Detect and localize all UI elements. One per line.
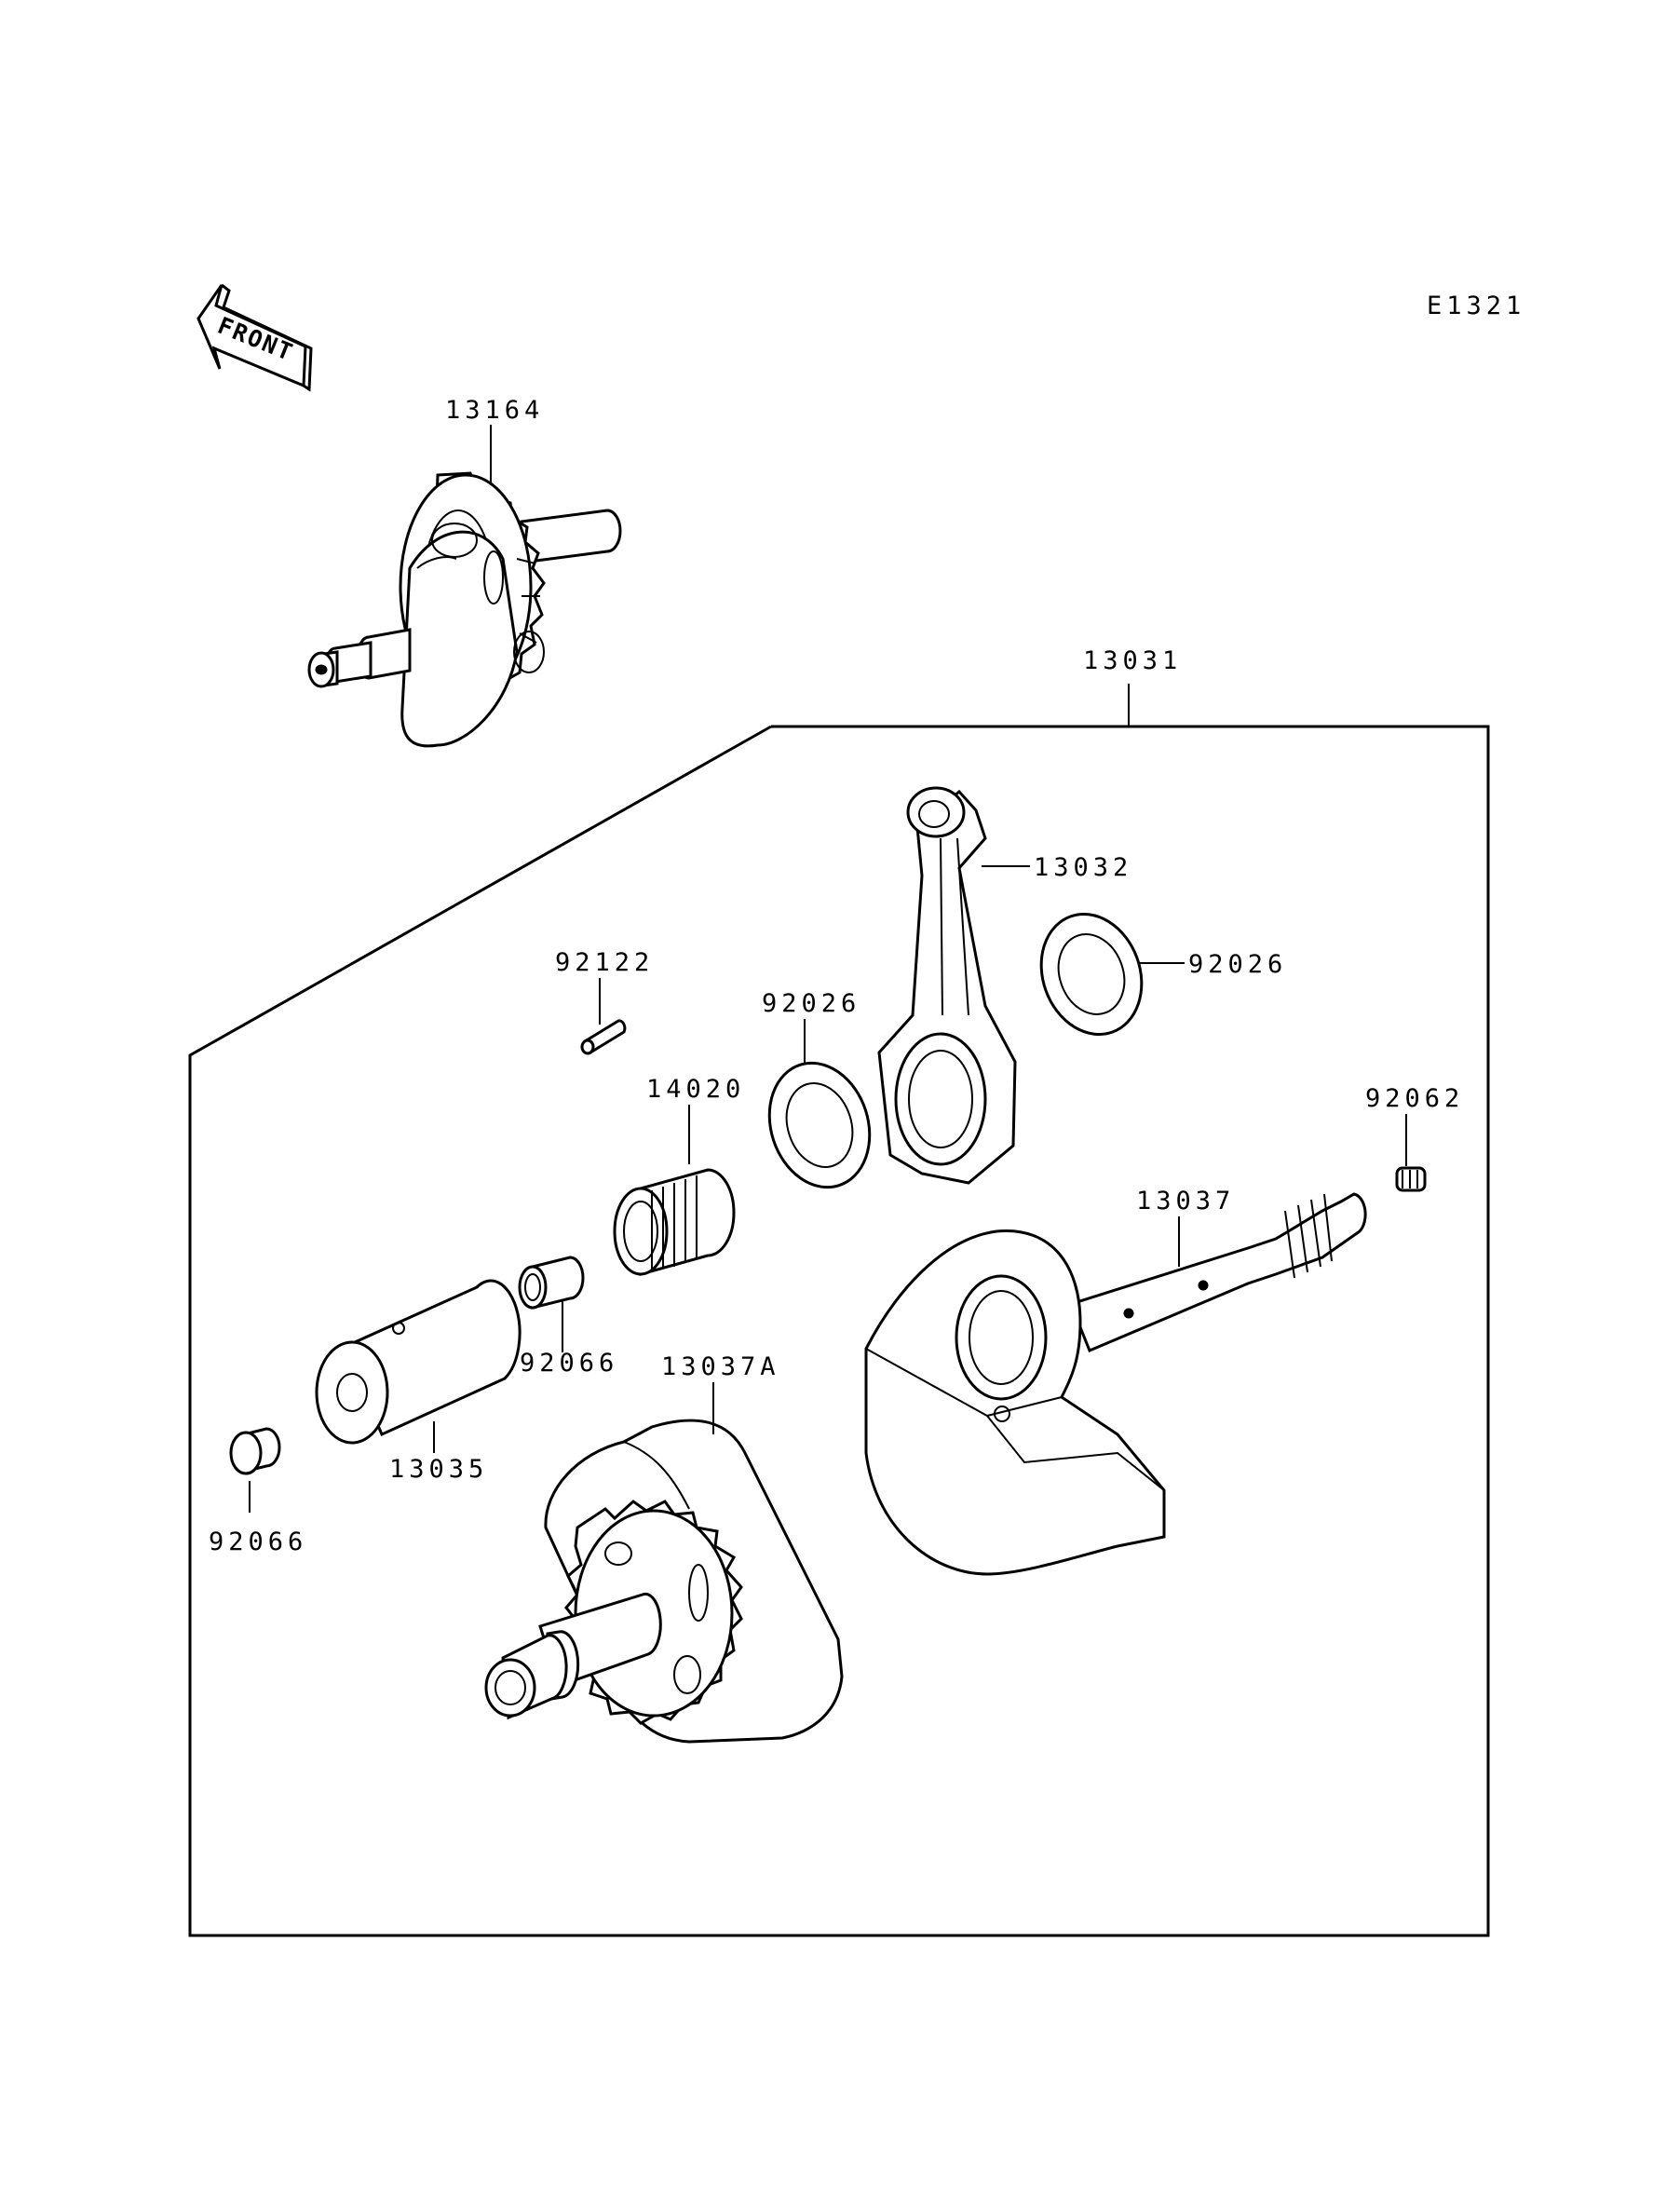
plug-92062: [1395, 1166, 1427, 1192]
thrust-washer-92026-left: [767, 1061, 872, 1189]
crankshaft-left-13037A: [484, 1419, 844, 1744]
label-92026-right: 92026: [1188, 950, 1287, 979]
connecting-rod-13032: [877, 786, 1017, 1185]
label-14020: 14020: [646, 1075, 745, 1104]
label-92066-upper: 92066: [520, 1349, 618, 1378]
front-arrow-icon: FRONT: [196, 283, 313, 392]
thrust-washer-92026-right: [1039, 912, 1144, 1037]
bush-92066-upper: [518, 1256, 585, 1310]
label-13164: 13164: [445, 396, 544, 425]
label-92066-lower: 92066: [209, 1528, 307, 1556]
label-13037: 13037: [1136, 1187, 1235, 1215]
label-13032: 13032: [1034, 853, 1132, 882]
front-label: FRONT: [214, 312, 298, 367]
crankshaft-assy-13164: [307, 471, 622, 748]
bush-92066-lower: [229, 1427, 281, 1475]
crank-pin-13035: [315, 1279, 522, 1445]
pin-92122: [580, 1019, 627, 1055]
assembly-13031-outline: [188, 725, 1490, 1937]
crankshaft-right-13037: [864, 1192, 1367, 1576]
label-92122: 92122: [555, 948, 654, 977]
label-13037A: 13037A: [661, 1352, 780, 1381]
label-92026-left: 92026: [762, 989, 860, 1018]
label-92062: 92062: [1365, 1084, 1464, 1113]
label-13035: 13035: [389, 1455, 488, 1484]
label-13031: 13031: [1083, 646, 1182, 675]
needle-bearing-14020: [613, 1168, 736, 1276]
diagram-code: E1321: [1427, 292, 1525, 320]
